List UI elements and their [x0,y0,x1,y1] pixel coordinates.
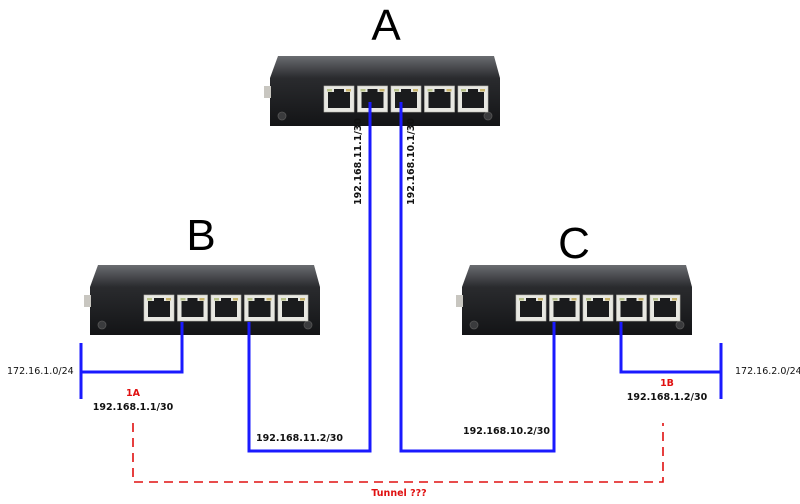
ethernet-port-5[interactable] [457,85,489,113]
led-icon [247,298,253,301]
ethernet-port-4[interactable] [244,294,275,322]
ethernet-port-1[interactable] [515,294,547,322]
led-icon [346,89,351,92]
router-a[interactable] [264,56,500,126]
screw-icon [303,320,313,330]
antenna-connector [84,295,91,307]
link-a-c[interactable] [399,102,556,453]
led-icon [638,298,644,301]
led-icon [147,298,152,301]
led-icon [199,298,205,301]
ethernet-port-2[interactable] [177,294,208,322]
ethernet-port-2[interactable] [549,294,580,322]
screw-icon [97,320,107,330]
led-icon [653,298,658,301]
led-icon [379,89,385,92]
antenna-connector [456,295,463,307]
router-top-face [270,56,500,78]
led-icon [586,298,591,301]
ethernet-port-3[interactable] [210,294,242,322]
led-icon [180,298,186,301]
screw-icon [483,111,493,121]
lan-b-link[interactable] [81,322,184,374]
ethernet-port-4[interactable] [616,294,647,322]
ethernet-port-5[interactable] [649,294,681,322]
led-icon [519,298,524,301]
link-a-c-ip-c: 192.168.10.2/30 [463,426,550,437]
led-icon [166,298,171,301]
ethernet-port-1[interactable] [323,85,355,113]
ethernet-port-2[interactable] [357,85,388,113]
screw-icon [277,111,287,121]
tunnel-endpoint-1a-ip: 192.168.1.1/30 [93,402,174,413]
led-icon [214,298,219,301]
lan-b-network: 172.16.1.0/24 [7,366,74,377]
link-a-c-ip-a: 192.168.10.1/30 [406,118,417,205]
led-icon [427,89,433,92]
led-icon [360,89,366,92]
link-a-b-ip-a: 192.168.11.1/30 [353,118,364,205]
led-icon [327,89,332,92]
led-icon [619,298,625,301]
led-icon [552,298,558,301]
led-icon [233,298,238,301]
router-b-label: B [186,211,215,260]
lan-c-link[interactable] [619,322,721,374]
led-icon [281,298,286,301]
router-c[interactable] [456,265,692,335]
tunnel-path[interactable] [132,423,664,483]
led-icon [461,89,466,92]
led-icon [413,89,418,92]
antenna-connector [264,86,271,98]
tunnel-endpoint-1a-name: 1A [126,388,141,399]
router-top-face [90,265,320,287]
router-top-face [462,265,692,287]
led-icon [672,298,677,301]
screw-icon [469,320,479,330]
screw-icon [675,320,685,330]
lan-c-network: 172.16.2.0/24 [735,366,800,377]
led-icon [300,298,305,301]
router-c-label: C [558,219,590,268]
tunnel-endpoint-1b-name: 1B [660,378,674,389]
link-a-b-ip-b: 192.168.11.2/30 [256,433,343,444]
ethernet-port-5[interactable] [277,294,309,322]
led-icon [394,89,399,92]
links [79,102,723,453]
led-icon [538,298,543,301]
ethernet-port-3[interactable] [390,85,422,113]
ethernet-port-1[interactable] [143,294,175,322]
link-a-b[interactable] [247,102,372,453]
led-icon [446,89,452,92]
led-icon [480,89,485,92]
led-icon [605,298,610,301]
led-icon [571,298,577,301]
router-b[interactable] [84,265,320,335]
ethernet-port-4[interactable] [424,85,455,113]
router-a-label: A [371,1,401,50]
tunnel-label: Tunnel ??? [371,488,426,499]
led-icon [266,298,272,301]
ethernet-port-3[interactable] [582,294,614,322]
tunnel-endpoint-1b-ip: 192.168.1.2/30 [627,392,708,403]
